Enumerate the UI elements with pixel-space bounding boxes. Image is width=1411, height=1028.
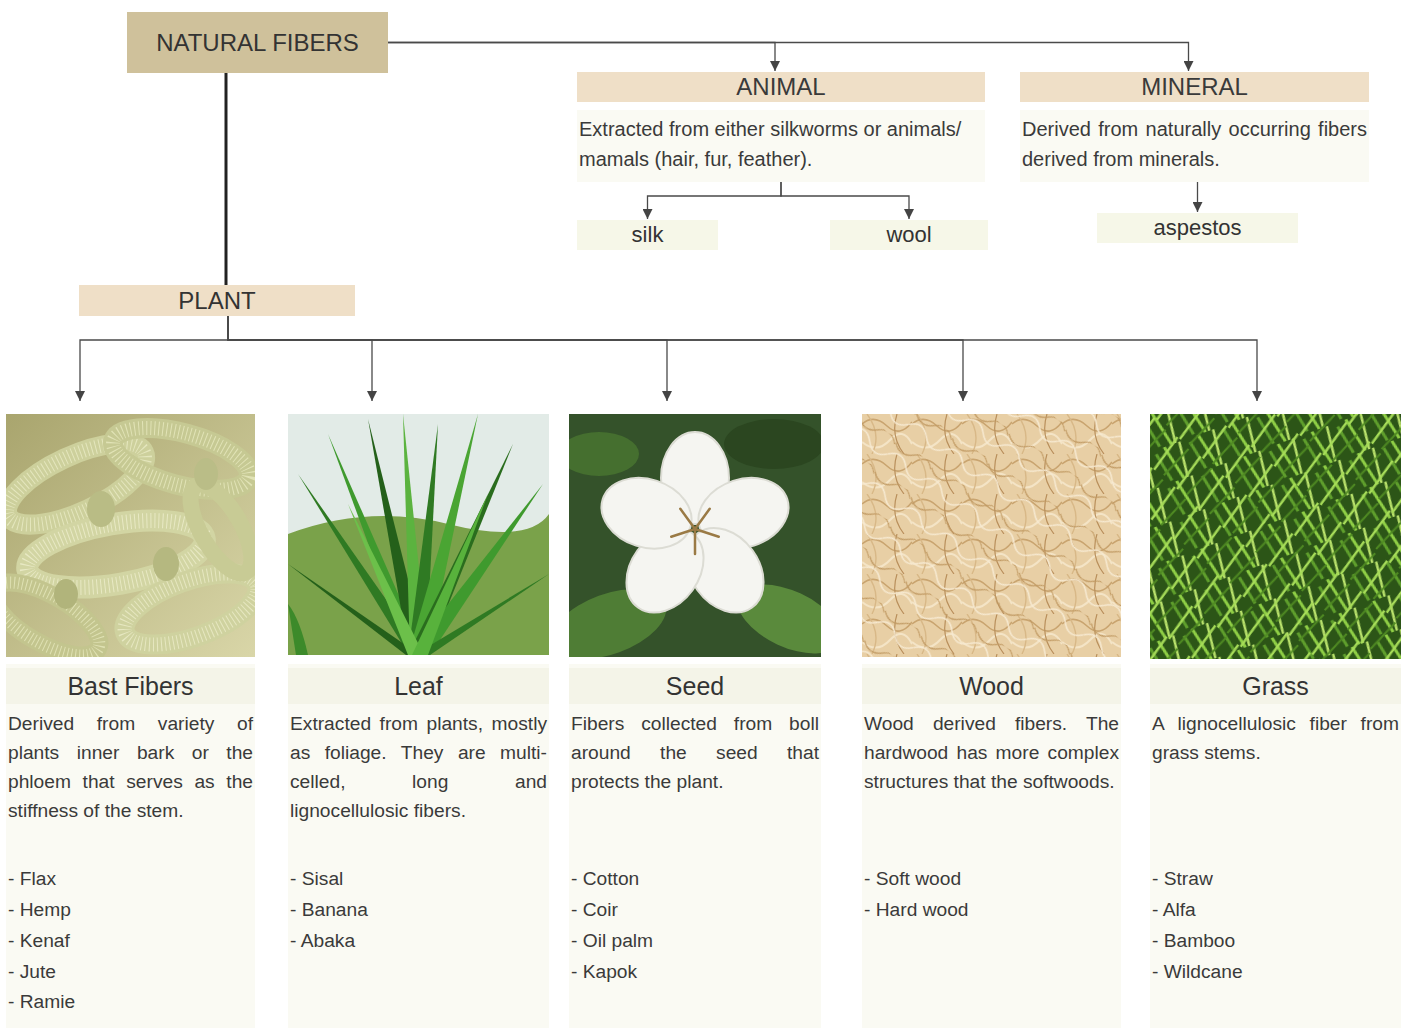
fiber-description: Extracted from plants, mostly as foliage… xyxy=(288,710,549,854)
category-box: MINERAL Derived from naturally occurring … xyxy=(1020,72,1369,182)
category-description: Derived from naturally occurring fibers … xyxy=(1020,110,1369,182)
fiber-type-label: aspestos xyxy=(1145,215,1249,241)
fiber-panel: SeedFibers collected from boll around th… xyxy=(569,402,821,1028)
connector-arrow xyxy=(228,316,667,401)
fiber-example: - Hemp xyxy=(6,895,255,926)
fiber-example: - Coir xyxy=(569,895,821,926)
fiber-example: - Cotton xyxy=(569,864,821,895)
root-box: NATURAL FIBERS xyxy=(127,12,388,73)
fiber-example: - Ramie xyxy=(6,987,255,1018)
category-band: PLANT xyxy=(79,285,355,316)
category-description: Extracted from either silkworms or anima… xyxy=(577,110,985,182)
fiber-example: - Abaka xyxy=(288,926,549,957)
fiber-panel: WoodWood derived fibers. The hardwood ha… xyxy=(862,402,1121,1028)
fiber-heading: Leaf xyxy=(288,668,549,704)
fiber-description: Fibers collected from boll around the se… xyxy=(569,710,821,854)
connector-arrow xyxy=(1197,182,1198,212)
fiber-example: - Bamboo xyxy=(1150,926,1401,957)
fiber-example: - Hard wood xyxy=(862,895,1121,926)
fiber-type-box: aspestos xyxy=(1097,213,1298,243)
connector-line xyxy=(225,73,228,285)
fiber-heading: Wood xyxy=(862,668,1121,704)
fiber-example: - Kapok xyxy=(569,957,821,988)
fiber-example: - Soft wood xyxy=(862,864,1121,895)
fiber-panel: Grass A lignocellulosic fiber from grass … xyxy=(1150,402,1401,1028)
category-heading: MINERAL xyxy=(1020,72,1369,102)
fiber-heading: Seed xyxy=(569,668,821,704)
fiber-example: - Sisal xyxy=(288,864,549,895)
fiber-example: - Wildcane xyxy=(1150,957,1401,988)
connector-arrow xyxy=(781,182,909,219)
fiber-example: - Straw xyxy=(1150,864,1401,895)
fiber-example: - Flax xyxy=(6,864,255,895)
connector-arrow xyxy=(228,316,372,401)
fiber-type-label: silk xyxy=(624,222,672,248)
category-box: ANIMAL Extracted from either silkworms or… xyxy=(577,72,985,182)
fiber-heading: Grass xyxy=(1150,668,1401,704)
connector-arrow xyxy=(388,43,775,72)
fiber-type-box: wool xyxy=(830,220,988,250)
connector-arrow xyxy=(648,182,782,219)
fiber-example: - Oil palm xyxy=(569,926,821,957)
connector-arrow xyxy=(228,316,1257,401)
fiber-description: A lignocellulosic fiber from grass stems… xyxy=(1150,710,1401,854)
fiber-panel: LeafExtracted from plants, mostly as fol… xyxy=(288,402,549,1028)
fiber-example: - Alfa xyxy=(1150,895,1401,926)
category-heading: ANIMAL xyxy=(577,72,985,102)
fiber-type-label: wool xyxy=(878,222,939,248)
root-label: NATURAL FIBERS xyxy=(144,29,371,57)
fiber-example: - Banana xyxy=(288,895,549,926)
fiber-example: - Jute xyxy=(6,957,255,988)
connector-arrow xyxy=(388,43,1189,72)
fiber-description: Wood derived fibers. The hardwood has mo… xyxy=(862,710,1121,854)
connector-arrow xyxy=(228,316,963,401)
fiber-type-box: silk xyxy=(577,220,718,250)
fiber-description: Derived from variety of plants inner bar… xyxy=(6,710,255,854)
fiber-panel: Bast FibersDerived from variety of plant… xyxy=(6,402,255,1028)
fiber-example: - Kenaf xyxy=(6,926,255,957)
connector-arrow xyxy=(80,316,228,401)
fiber-heading: Bast Fibers xyxy=(6,668,255,704)
category-heading: PLANT xyxy=(168,287,265,315)
